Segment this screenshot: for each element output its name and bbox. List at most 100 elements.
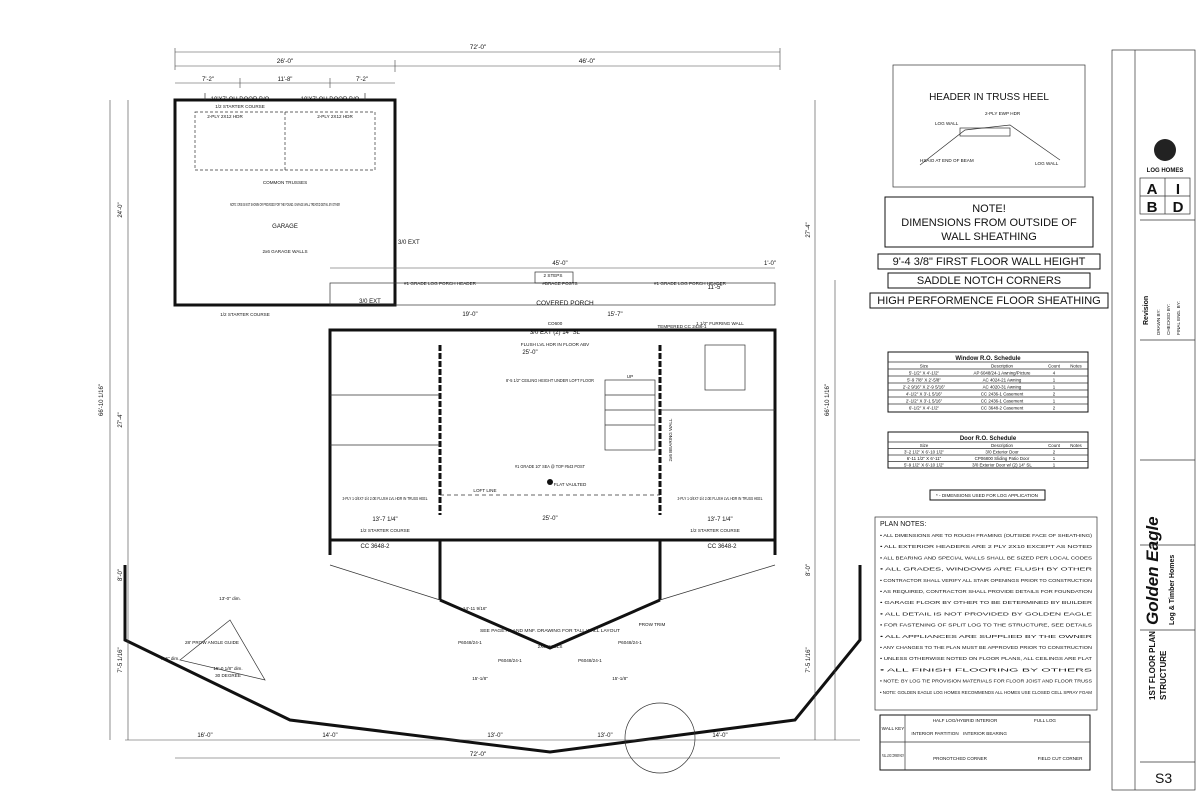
prow-guide-dim-3: 15'-0 1/8" dim. — [213, 666, 242, 671]
porch-dim-3: 11'-5" — [708, 285, 723, 291]
wall-key-legend: WALL KEY FULL LOG CORNER KEY HALF LOG/HY… — [879, 714, 1091, 771]
door_schedule-header: Notes — [1070, 443, 1082, 448]
prow-window-3: P6048/24-1 — [578, 658, 602, 663]
door_schedule-header: Description — [991, 443, 1014, 448]
full-log-label: FULL LOG — [1034, 718, 1056, 723]
garage-seg-1: 7'-2" — [202, 77, 214, 83]
window_schedule-header: Description — [991, 364, 1014, 369]
see-page-note: SEE PAGE A6 AND MNF. DRAWING FOR TALL WA… — [480, 628, 620, 633]
window_schedule-cell: AC 4020-31 Awning — [983, 385, 1022, 390]
plan-note-item: • NOTE: BY LOG TIE PROVISION MATERIALS F… — [880, 679, 1092, 684]
window_schedule-cell: 2'-1/2" X 3'-1 5/16" — [906, 399, 943, 404]
dimension-note: * - DIMENSIONS USED FOR LOG APPLICATION — [936, 493, 1038, 498]
overall-top-dim: 72'-0" — [470, 44, 487, 51]
prow-walls: 2X6 WALLS — [538, 644, 563, 649]
right-hdr-note: 2-PLY 1-3/4X7-1/4 2.0E FLUSH LVL HDR IN … — [678, 496, 763, 501]
porch-header-right: #1 GRADE LOG PORCH HEADER — [654, 281, 727, 286]
log-homes-logo-icon — [1154, 139, 1176, 161]
porch-steps: 2 STEPS — [544, 273, 563, 278]
title-block: LOG HOMES A I B D Revision DRAWN BY: CHE… — [1111, 49, 1196, 791]
wall-height: 9'-4 3/8" FIRST FLOOR WALL HEIGHT — [893, 256, 1086, 268]
porch-posts: #BRACE POSTS — [542, 281, 577, 286]
aibd-b: B — [1147, 199, 1158, 216]
porch-dim-2: 15'-7" — [607, 312, 622, 318]
entry-door: 3/0 EXT (2) 14" SL — [530, 330, 581, 336]
wall-key-label: WALL KEY — [882, 726, 905, 731]
sheet-subtitle: STRUCTURE — [1159, 650, 1168, 700]
corners-box: SADDLE NOTCH CORNERS — [887, 272, 1091, 289]
window_schedule-cell: AC 4024-21 Awning — [983, 378, 1022, 383]
header-detail: HEADER IN TRUSS HEEL LOG WALL 2-PLY EWP … — [892, 64, 1086, 188]
door_schedule-cell: 3'-2 1/2" X 6'-10 1/2" — [904, 450, 944, 455]
porch-header-left: #1 GRADE LOG PORCH HEADER — [404, 281, 477, 286]
sheathing-box: HIGH PERFORMENCE FLOOR SHEATHING — [869, 292, 1109, 309]
prow-trim: PROW TRIM — [639, 622, 666, 627]
plan-note-item: • ALL DETAIL IS NOT PROVIDED BY GOLDEN E… — [880, 611, 1092, 616]
top-seg-1: 26'-0" — [277, 58, 294, 65]
main-ext-door: 3/0 EXT — [359, 299, 381, 305]
sheathing-note: HIGH PERFORMENCE FLOOR SHEATHING — [877, 295, 1100, 307]
window_schedule-cell: 4 — [1053, 371, 1056, 376]
prow-guide-dim-2: 7'-6" dim. — [160, 656, 179, 661]
tempered-window: TEMPERED CC 2436-1 — [657, 324, 706, 329]
bottom-seg-3: 13'-0" — [487, 733, 502, 739]
window-schedule-title: Window R.O. Schedule — [955, 356, 1021, 362]
window_schedule-cell: CC 2436-1 Casement — [981, 399, 1024, 404]
furring-wall: 1 1/2" FURRING WALL — [696, 321, 744, 326]
left-starter: 1/2 STARTER COURSE — [220, 312, 270, 317]
half-log-label: HALF LOG/HYBRID INTERIOR — [933, 718, 998, 723]
plan-notes: PLAN NOTES: • ALL DIMENSIONS ARE TO ROUG… — [874, 516, 1098, 711]
door_schedule-cell: 2 — [1053, 450, 1056, 455]
bearing-wall: 2x6 BEARING WALL — [668, 418, 673, 461]
porch-dim-1: 19'-0" — [462, 312, 477, 318]
overall-left-dim: 66'-10 1/16" — [99, 384, 105, 416]
entry-door-tag: CO600 — [548, 321, 563, 326]
top-seg-2: 46'-0" — [579, 58, 596, 65]
left-dim-3: 8'-0" — [118, 569, 124, 581]
window_schedule-cell: 1 — [1053, 399, 1056, 404]
truss-span-left: 13'-7 1/4" — [372, 517, 397, 523]
door_schedule-cell: 3/0 Exterior Door w/ (2) 14" SL — [972, 463, 1032, 468]
plan-note-item: • ALL FINISH FLOORING BY OTHERS — [880, 667, 1093, 672]
window_schedule-cell: 1 — [1053, 378, 1056, 383]
window_schedule-cell: 5'-9 7/8" X 2'-5/8" — [907, 378, 941, 383]
prow-guide-title: 28' PROW ANGLE GUIDE — [185, 640, 239, 645]
window_schedule-cell: 5'-1/2" X 4'-1/2" — [909, 371, 940, 376]
bottom-starter-right: 1/2 STARTER COURSE — [690, 528, 740, 533]
prow-inner-wall — [439, 598, 661, 650]
plan-note-item: • ALL EXTERIOR HEADERS ARE 2 PLY 2X10 EX… — [880, 544, 1092, 549]
left-dim-2: 27'-4" — [118, 412, 124, 427]
window_schedule-cell: CC 3648-2 Casement — [981, 406, 1024, 411]
garage-walls-label: 2x6 GARAGE WALLS — [262, 249, 307, 254]
aibd-i: I — [1176, 181, 1180, 198]
door_schedule-cell: 1 — [1053, 456, 1056, 461]
right-dim-1: 27'-4" — [806, 222, 812, 237]
aibd-a: A — [1147, 181, 1158, 198]
door_schedule-cell: CP06800 Sliding Patio Door — [975, 456, 1030, 461]
prow-outer-wall — [123, 565, 862, 754]
plan-notes-title: PLAN NOTES: — [880, 521, 926, 528]
truss-span-right: 13'-7 1/4" — [707, 517, 732, 523]
covered-porch-label: COVERED PORCH — [536, 300, 594, 307]
garage-label: GARAGE — [272, 224, 298, 230]
plan-note-item: • ANY CHANGES TO THE PLAN MUST BE APPROV… — [880, 645, 1092, 650]
plan-note-item: • NOTE: GOLDEN EAGLE LOG HOMES RECOMMEND… — [880, 690, 1093, 695]
prow-dim-a: 14'-11 9/16" — [463, 606, 488, 611]
garage-seg-2: 11'-8" — [278, 77, 293, 83]
corners-note: SADDLE NOTCH CORNERS — [917, 275, 1061, 287]
flush-header-note: FLUSH LVL HDR IN FLOOR ABV — [521, 342, 590, 347]
interior-bearing-label: INTERIOR BEARING — [963, 731, 1007, 736]
garage-door-openings — [194, 111, 376, 171]
drawn-by: DRAWN BY: — [1156, 309, 1161, 335]
plan-note-item: • ALL BEARING AND SPECIAL WALLS SHALL BE… — [880, 555, 1092, 560]
bottom-starter-left: 1/2 STARTER COURSE — [360, 528, 410, 533]
note-box: NOTE! DIMENSIONS FROM OUTSIDE OF WALL SH… — [884, 196, 1094, 248]
garage-note: NOTE: CRIB IS NOT SHOWN OR PROVIDED FOR … — [230, 202, 340, 207]
door_schedule-cell: 5'-9 1/2" X 6'-10 1/2" — [904, 463, 944, 468]
garage-header-a: 2-PLY 2X12 HDR — [207, 114, 243, 119]
detail-label-3: HSAIO AT END OF BEAM — [920, 158, 974, 163]
window_schedule-cell: 2'-2 9/16" X 2'-9 5/16" — [903, 385, 946, 390]
loft-line: LOFT LINE — [473, 488, 496, 493]
